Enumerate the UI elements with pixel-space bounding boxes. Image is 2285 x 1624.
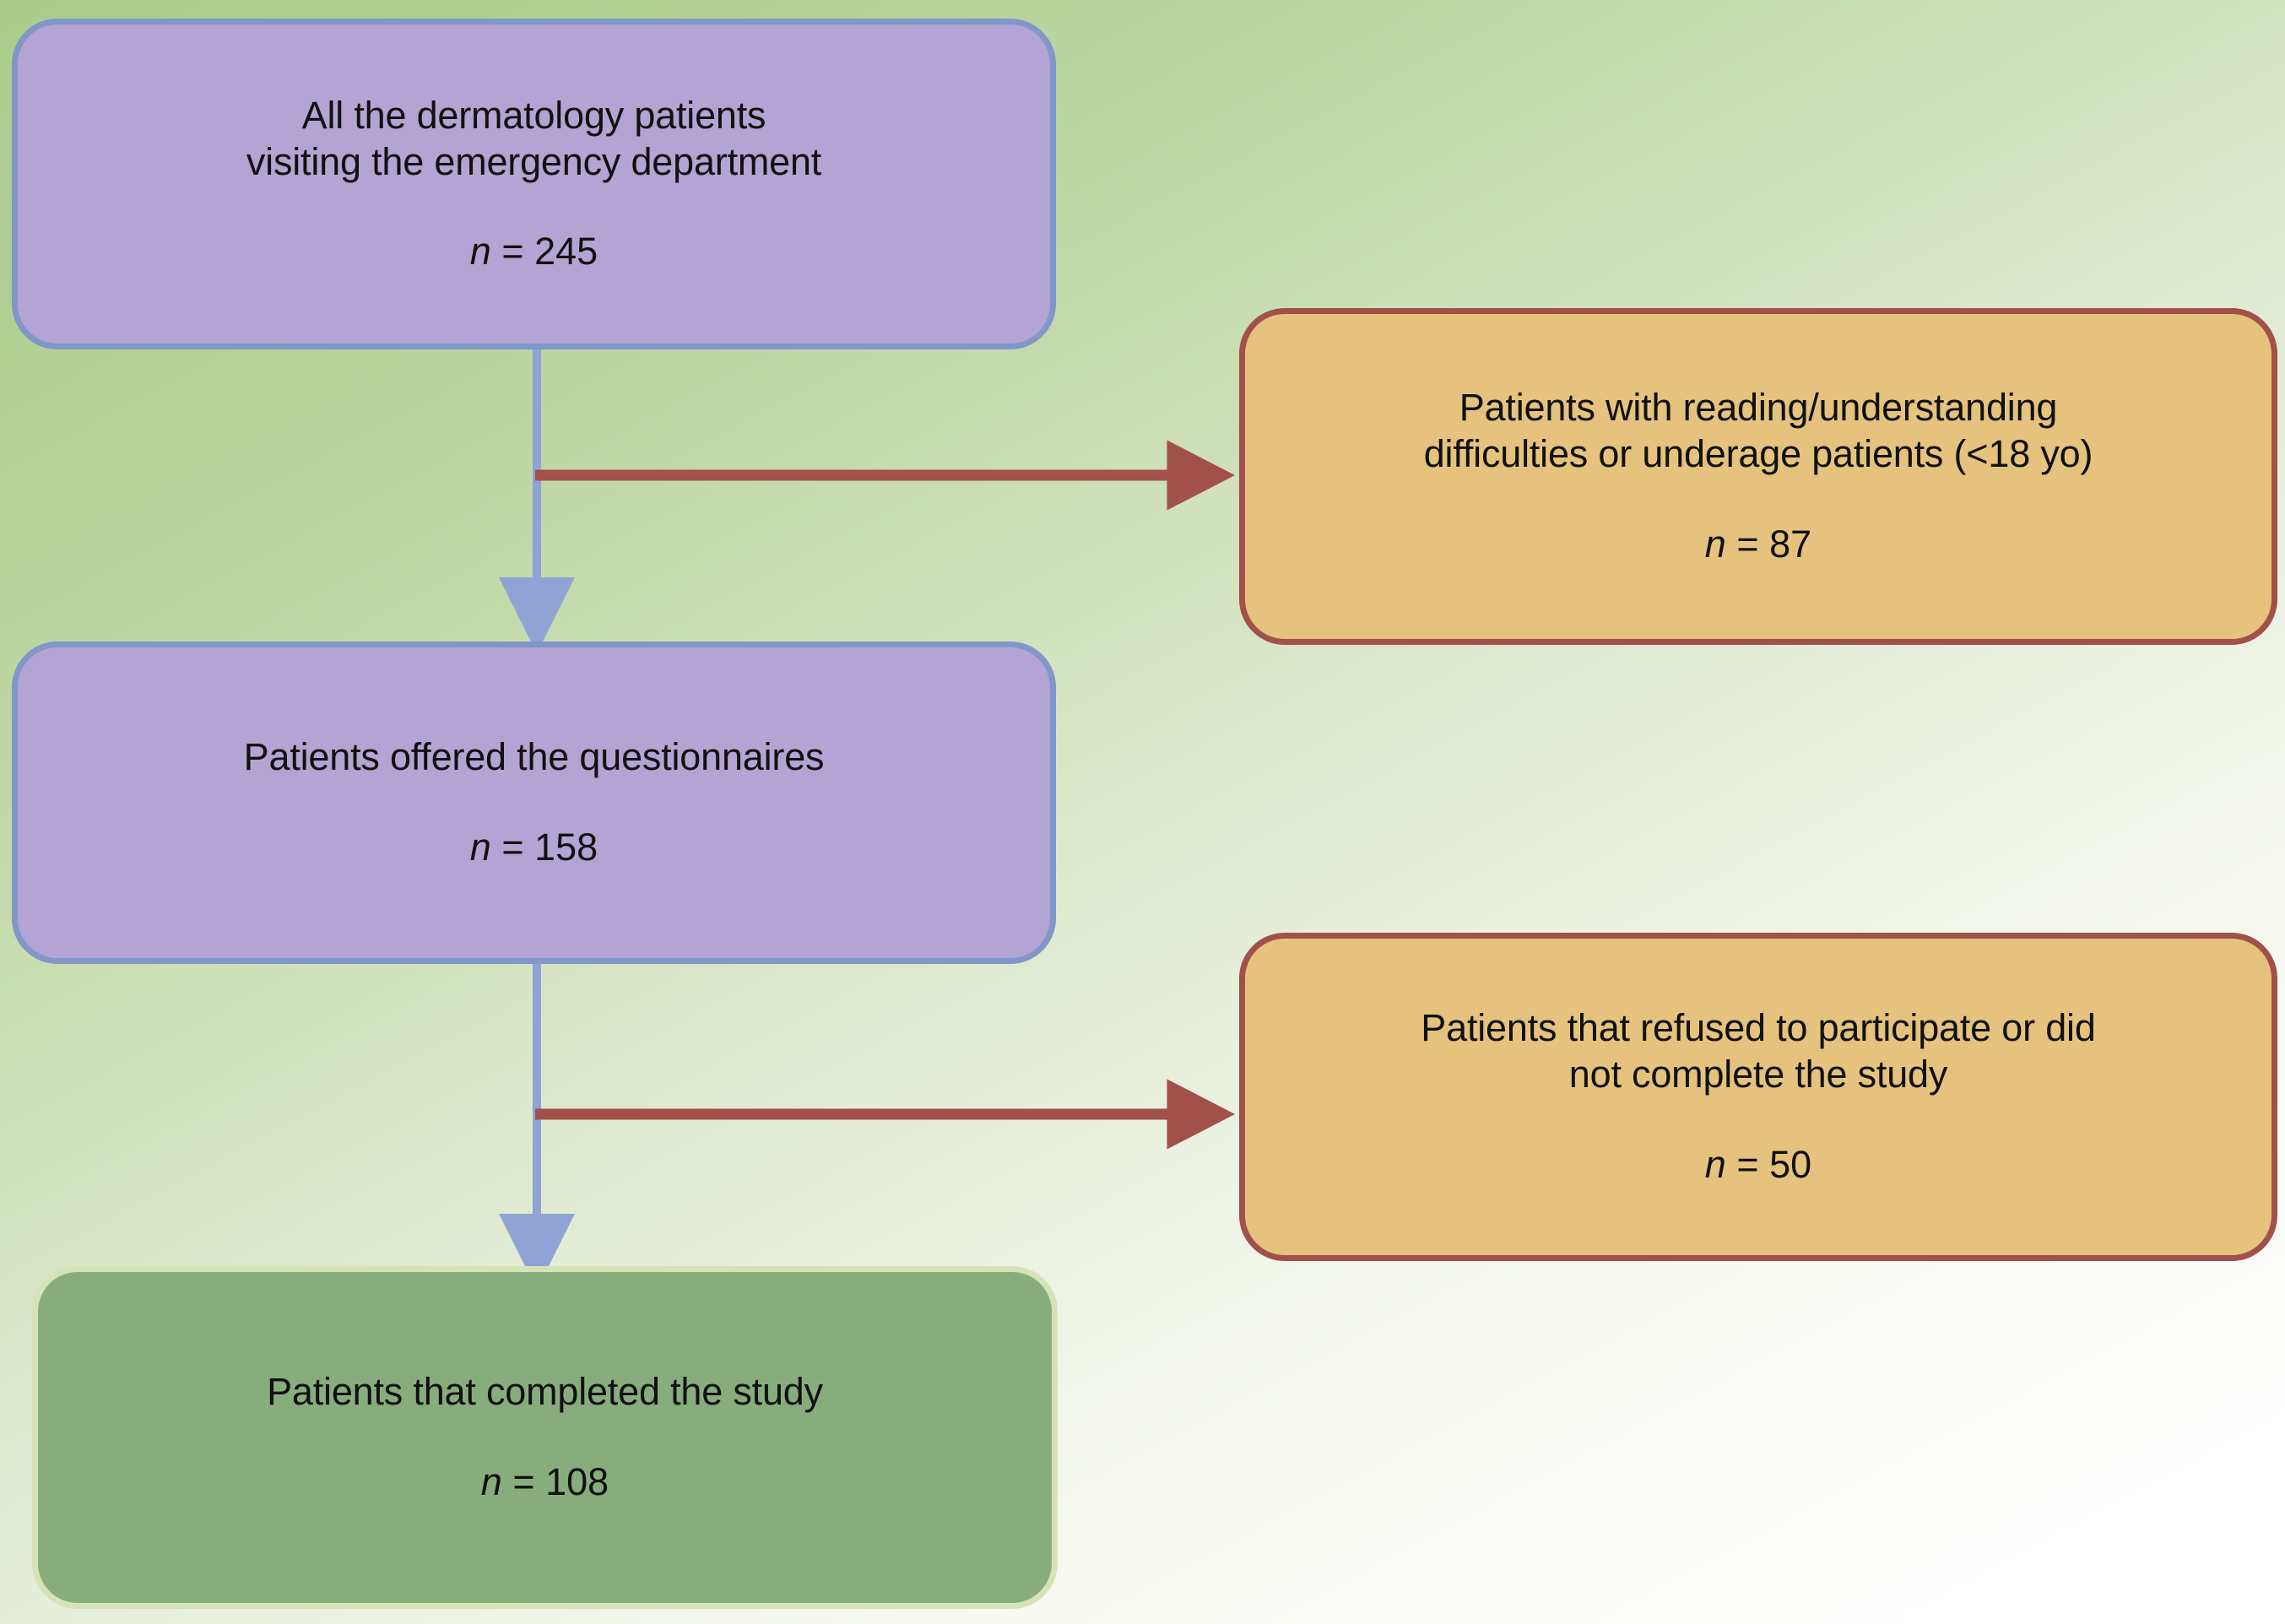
n-symbol: n xyxy=(469,230,491,273)
node-label: Patients offered the questionnaires xyxy=(243,735,825,779)
node-all-dermatology-patients[interactable]: All the dermatology patients visiting th… xyxy=(12,19,1056,349)
n-value: 245 xyxy=(534,230,598,273)
n-symbol: n xyxy=(1704,522,1726,566)
node-count: n = 108 xyxy=(481,1459,609,1506)
n-equals: = xyxy=(1725,522,1770,566)
node-patients-offered-questionnaires[interactable]: Patients offered the questionnaires n = … xyxy=(12,641,1056,964)
node-label: All the dermatology patients visiting th… xyxy=(246,93,822,183)
n-equals: = xyxy=(1725,1142,1770,1186)
node-excluded-reading-underage[interactable]: Patients with reading/understanding diff… xyxy=(1239,308,2277,645)
n-value: 108 xyxy=(545,1460,609,1503)
node-count: n = 50 xyxy=(1705,1142,1811,1188)
node-count: n = 245 xyxy=(470,229,598,275)
node-count: n = 158 xyxy=(470,825,598,871)
node-label: Patients with reading/understanding diff… xyxy=(1423,386,2093,476)
node-refused-or-incomplete[interactable]: Patients that refused to participate or … xyxy=(1239,933,2277,1261)
node-label: Patients that completed the study xyxy=(267,1370,823,1414)
node-label: Patients that refused to participate or … xyxy=(1421,1006,2096,1096)
n-value: 158 xyxy=(534,826,598,869)
n-symbol: n xyxy=(469,826,491,869)
n-equals: = xyxy=(490,826,535,869)
n-value: 50 xyxy=(1769,1142,1812,1186)
n-equals: = xyxy=(490,230,535,273)
n-value: 87 xyxy=(1769,522,1812,566)
node-patients-completed-study[interactable]: Patients that completed the study n = 10… xyxy=(32,1266,1058,1609)
n-symbol: n xyxy=(480,1460,502,1503)
node-count: n = 87 xyxy=(1705,522,1811,568)
n-equals: = xyxy=(501,1460,546,1503)
n-symbol: n xyxy=(1704,1142,1726,1186)
